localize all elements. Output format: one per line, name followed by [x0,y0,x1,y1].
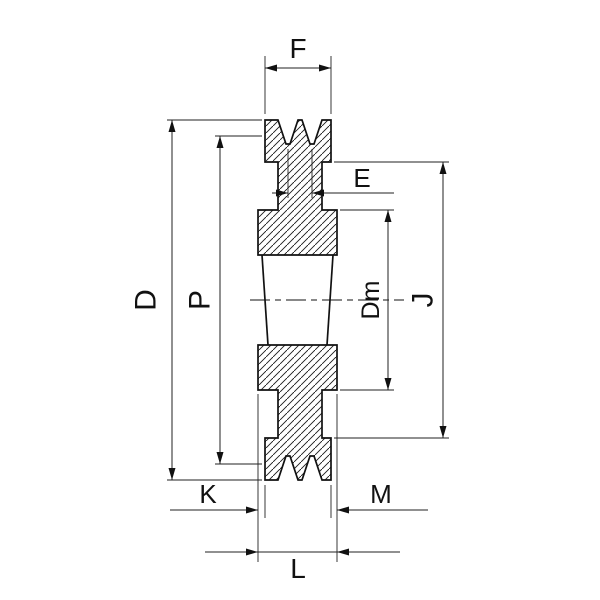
hatch-lower-web [278,390,322,438]
dimension-M: M [330,394,428,562]
label-K: K [199,479,217,509]
hatch-upper-rim [265,120,331,162]
label-F: F [289,33,306,64]
dimension-K: K [170,394,266,562]
label-D: D [130,289,163,311]
dimension-D: D [130,119,262,481]
hatch-lower-hub [258,345,337,390]
label-J: J [407,293,440,308]
dimension-P: P [184,135,262,465]
dimension-J: J [334,161,449,439]
hatch-lower-rim [265,438,331,480]
dimension-E: E [272,149,394,198]
dimension-L: L [205,548,400,584]
dimension-F: F [264,33,332,114]
label-Dm: Dm [357,281,385,320]
label-M: M [370,479,392,509]
lower-half-profile [257,344,338,481]
hatch-upper-web [278,162,322,210]
hatch-upper-hub [258,210,337,255]
label-E: E [353,163,370,193]
dimension-Dm: Dm [340,209,394,391]
label-P: P [184,290,217,310]
label-L: L [290,553,306,584]
